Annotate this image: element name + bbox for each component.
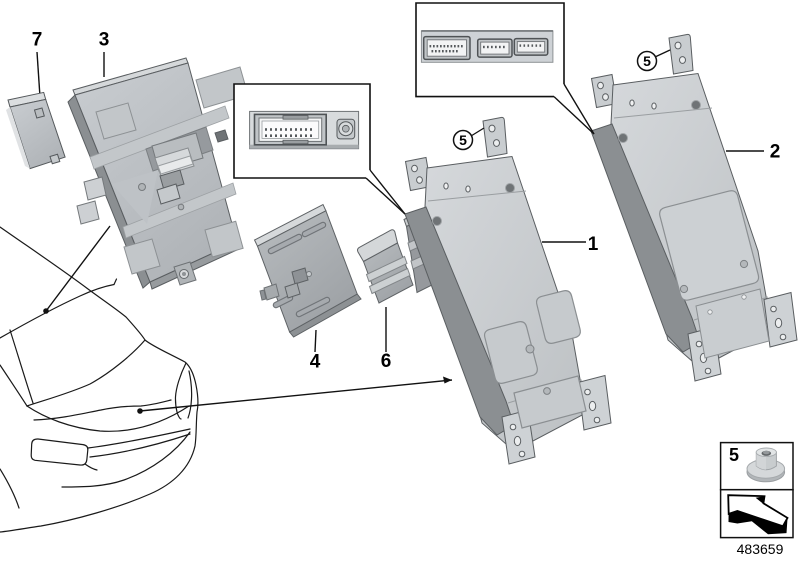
svg-text:5: 5 (459, 132, 467, 148)
svg-text:2: 2 (770, 142, 781, 163)
svg-text:7: 7 (32, 30, 43, 51)
svg-text:4: 4 (310, 352, 321, 373)
svg-text:6: 6 (381, 351, 392, 372)
svg-text:5: 5 (729, 445, 739, 465)
svg-text:3: 3 (99, 30, 110, 51)
svg-text:1: 1 (588, 234, 599, 255)
svg-text:483659: 483659 (737, 541, 784, 557)
svg-text:5: 5 (643, 53, 651, 69)
